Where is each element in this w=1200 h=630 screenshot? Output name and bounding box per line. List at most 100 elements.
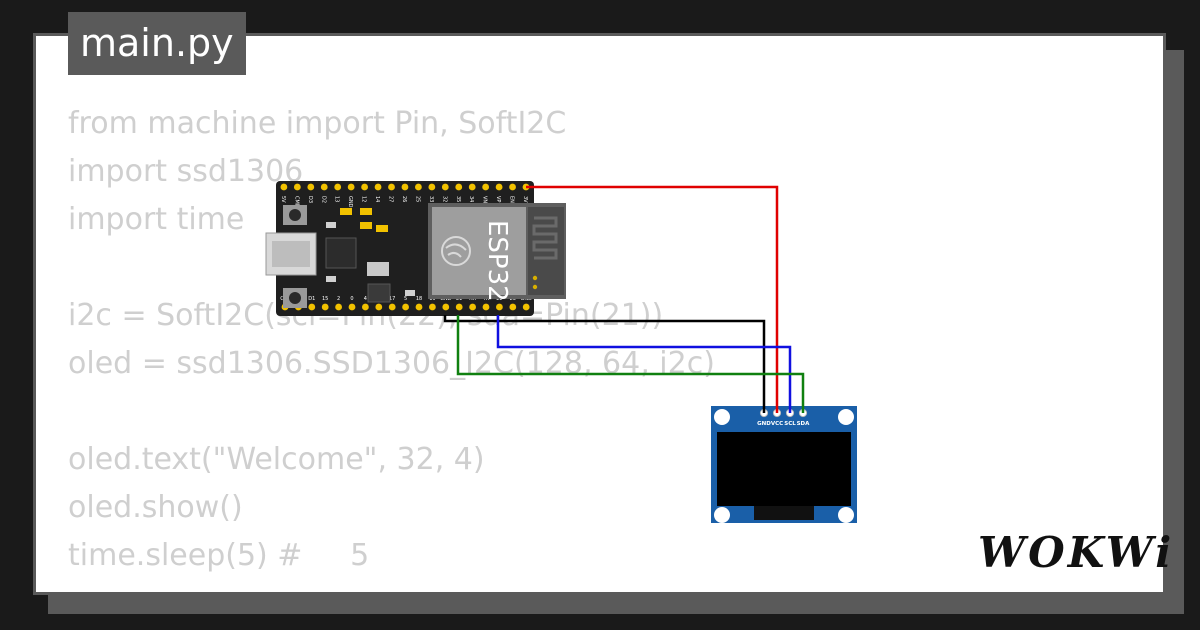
smd-component — [360, 222, 372, 229]
header-pin[interactable] — [496, 303, 503, 311]
scl-wire[interactable] — [496, 315, 792, 413]
code-line: time.sleep(5) # 5 — [68, 538, 370, 573]
header-pin[interactable] — [348, 303, 356, 311]
code-line: import ssd1306 — [68, 154, 304, 189]
code-line: from machine import Pin, SoftI2C — [68, 106, 567, 141]
header-pin[interactable] — [442, 303, 450, 311]
smd-component — [405, 290, 415, 296]
header-pin[interactable] — [429, 303, 436, 311]
header-pin[interactable] — [468, 183, 476, 191]
antenna-trace — [532, 216, 558, 260]
pin-label: EN — [509, 196, 515, 203]
mount-hole — [838, 409, 854, 425]
header-pin[interactable] — [308, 303, 316, 311]
header-pin[interactable] — [388, 183, 395, 191]
pin-label: 4 — [364, 296, 367, 302]
header-pin[interactable] — [321, 303, 329, 311]
mount-hole — [714, 409, 730, 425]
esp32-bottom-header — [281, 303, 530, 311]
pin-label: 27 — [388, 196, 394, 202]
pin-label: 26 — [401, 196, 407, 202]
pin-label: D1 — [308, 296, 315, 302]
header-pin[interactable] — [428, 183, 436, 191]
pin-label: 5 — [404, 296, 407, 302]
header-pin[interactable] — [495, 183, 503, 191]
pin-label: 32 — [441, 196, 447, 202]
header-pin[interactable] — [293, 183, 301, 191]
pin-label: D3 — [307, 196, 313, 203]
transistor — [367, 283, 391, 303]
smd-component — [376, 225, 388, 232]
pin-label: 14 — [374, 196, 380, 202]
header-pin[interactable] — [280, 183, 288, 191]
pin-label: VCC — [771, 421, 783, 427]
header-pin[interactable] — [415, 303, 423, 311]
vcc-wire[interactable] — [526, 185, 779, 413]
header-pin[interactable] — [388, 303, 396, 311]
pin-label: 13 — [334, 196, 340, 202]
wokwi-logo: WOKWi — [978, 528, 1175, 577]
mount-hole — [714, 507, 730, 523]
esp32-chip-label: ESP32 — [482, 220, 512, 302]
pin-label: 5V — [280, 196, 286, 203]
header-pin[interactable] — [455, 183, 463, 191]
sda-wire[interactable] — [456, 315, 805, 413]
code-line: import time — [68, 202, 245, 237]
wires — [443, 185, 805, 413]
pin-label: 25 — [414, 196, 420, 202]
header-pin[interactable] — [402, 303, 409, 311]
header-pin[interactable] — [509, 303, 517, 311]
espressif-logo-icon — [441, 236, 471, 266]
pin-label: D2 — [320, 196, 326, 203]
pin-label: GND — [757, 421, 771, 427]
header-pin[interactable] — [509, 183, 516, 191]
code-editor[interactable]: from machine import Pin, SoftI2C import s… — [68, 100, 715, 628]
pin-label: 34 — [468, 196, 474, 202]
mount-hole — [838, 507, 854, 523]
code-line: oled.show() — [68, 490, 243, 525]
led-status — [360, 208, 372, 215]
pin-label: 15 — [322, 296, 328, 302]
led-power — [340, 208, 352, 215]
header-pin[interactable] — [482, 303, 490, 311]
pin-label: SDA — [797, 421, 811, 427]
antenna-pad — [532, 284, 538, 290]
module-shield — [432, 207, 526, 295]
preview-card — [33, 33, 1166, 595]
gnd-wire[interactable] — [443, 315, 766, 413]
antenna-pad — [532, 275, 538, 281]
pin-label: 33 — [428, 196, 434, 202]
pin-label: 2 — [337, 296, 340, 302]
file-tab[interactable]: main.py — [68, 12, 246, 75]
esp32-board[interactable]: 3V3ENVPVN343532332526271412GND13D2D3CMD5… — [265, 181, 566, 316]
pin-label: 35 — [455, 196, 461, 202]
header-pin[interactable] — [415, 183, 422, 191]
header-pin[interactable] — [522, 303, 530, 311]
pin-label: 3V3 — [522, 196, 528, 206]
pin-label: SCL — [784, 421, 796, 427]
header-pin[interactable] — [469, 303, 476, 311]
header-pin[interactable] — [375, 303, 383, 311]
header-pin[interactable] — [441, 183, 449, 191]
header-pin[interactable] — [374, 183, 382, 191]
header-pin[interactable] — [307, 183, 315, 191]
header-pin[interactable] — [482, 183, 490, 191]
oled-ribbon — [754, 506, 814, 520]
en-button-cap — [289, 209, 301, 221]
header-pin[interactable] — [335, 303, 342, 311]
espressif-logo-mark — [445, 243, 467, 258]
usb-port-inner — [272, 241, 310, 267]
header-pin[interactable] — [361, 183, 368, 191]
header-pin[interactable] — [401, 183, 409, 191]
oled-screen — [717, 432, 851, 506]
header-pin[interactable] — [320, 183, 328, 191]
header-pin[interactable] — [347, 183, 355, 191]
header-pin[interactable] — [334, 183, 342, 191]
header-pin[interactable] — [362, 303, 369, 311]
pin-label: CMD — [293, 196, 299, 208]
pin-label: 18 — [416, 296, 422, 302]
smd-component — [326, 222, 336, 228]
header-pin[interactable] — [455, 303, 463, 311]
